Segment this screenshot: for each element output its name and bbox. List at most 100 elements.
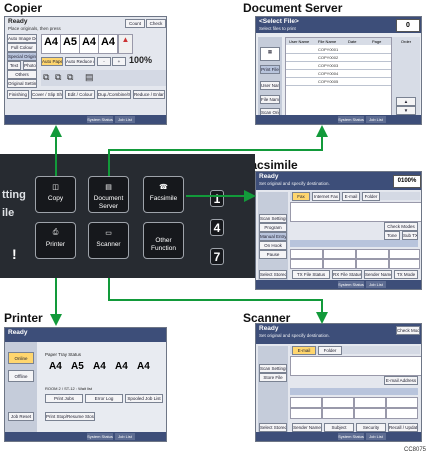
copier-check-modes-button[interactable]: Check: [146, 19, 166, 28]
numkey-1[interactable]: 1: [210, 190, 224, 207]
fax-sub-tx-button[interactable]: Sub TX Mode: [402, 231, 418, 240]
fax-tx-file-status-button[interactable]: TX File Status: [292, 270, 330, 279]
offline-button[interactable]: Offline: [8, 370, 34, 382]
fax-tab-email[interactable]: E-mail: [342, 192, 360, 201]
copier-duplex-icon[interactable]: ⧉: [43, 72, 50, 82]
copier-system-status-button[interactable]: System Status: [87, 116, 113, 123]
scanner-tab-folder[interactable]: Folder: [318, 346, 342, 355]
copier-full-colour-button[interactable]: Full Colour: [7, 43, 37, 52]
fax-tab-internet[interactable]: Internet Fax: [312, 192, 340, 201]
scanner-destination-field[interactable]: [290, 356, 421, 376]
copier-tray-1-icon[interactable]: A4: [41, 34, 61, 54]
scanner-dest-7[interactable]: [354, 408, 386, 419]
copier-original-button[interactable]: Original Settings: [7, 79, 37, 88]
thumbnail-view-button[interactable]: ▦: [260, 47, 280, 61]
copier-job-list-button[interactable]: Job List: [115, 116, 135, 123]
scanner-dest-3[interactable]: [354, 397, 386, 408]
docserver-system-status-button[interactable]: System Status: [338, 116, 364, 123]
copier-sort-icon[interactable]: ⧉: [67, 72, 74, 82]
online-button[interactable]: Online: [8, 352, 34, 364]
scanner-scan-settings-button[interactable]: Scan Settings: [259, 364, 287, 373]
scanner-check-modes-button[interactable]: Check Modes: [396, 326, 420, 335]
table-row[interactable]: COPY0004: [286, 70, 391, 78]
scanner-dest-1[interactable]: [290, 397, 322, 408]
fax-index-row[interactable]: [290, 240, 418, 247]
printer-system-status-button[interactable]: System Status: [87, 433, 113, 440]
copier-combine-icon[interactable]: ⧉: [55, 72, 62, 82]
copier-text-button[interactable]: Text: [7, 61, 21, 70]
scanner-dest-4[interactable]: [386, 397, 418, 408]
copier-percent-down-button[interactable]: -: [97, 57, 111, 66]
copier-cover-button[interactable]: Cover / Slip Sheet: [31, 90, 63, 99]
copier-auto-image-button[interactable]: Auto Image Density: [7, 34, 37, 43]
fax-dest-8[interactable]: [389, 259, 420, 269]
fax-rx-file-button[interactable]: RX File Status: [332, 270, 362, 279]
docserver-user-name-button[interactable]: User Name: [260, 81, 280, 90]
document-server-key[interactable]: ▤ Document Server: [88, 176, 129, 213]
docserver-print-file-button[interactable]: Print File: [260, 65, 280, 74]
fax-manual-entry-button[interactable]: Manual Entry: [259, 232, 287, 241]
numkey-7[interactable]: 7: [210, 248, 224, 265]
facsimile-key[interactable]: ☎ Facsimile: [143, 176, 184, 213]
fax-destination-field[interactable]: [290, 202, 421, 222]
fax-sender-button[interactable]: Sender Name: [364, 270, 392, 279]
copier-reduce-enlarge-button[interactable]: Reduce / Enlarge: [133, 90, 165, 99]
scanner-sender-button[interactable]: Sender Name: [292, 423, 322, 432]
scanner-recall-button[interactable]: Recall / Update: [388, 423, 418, 432]
scanner-key[interactable]: ▭ Scanner: [88, 222, 129, 259]
fax-check-modes-button[interactable]: Check Modes: [384, 222, 418, 231]
fax-dest-7[interactable]: [356, 259, 389, 269]
print-jobs-button[interactable]: Print Jobs: [45, 394, 83, 403]
docserver-job-list-button[interactable]: Job List: [366, 116, 386, 123]
table-row[interactable]: COPY0003: [286, 62, 391, 70]
copier-finishing-button[interactable]: Finishing: [7, 90, 29, 99]
copier-count-button[interactable]: Count: [125, 19, 145, 28]
spooled-job-button[interactable]: Spooled Job List: [125, 394, 163, 403]
copier-dup-button[interactable]: Dup./Combine/Series: [97, 90, 131, 99]
scanner-tab-email[interactable]: E-mail: [292, 346, 316, 355]
numkey-4[interactable]: 4: [210, 219, 224, 236]
scanner-dest-5[interactable]: [290, 408, 322, 419]
scanner-index-row[interactable]: [290, 388, 418, 395]
scanner-system-status-button[interactable]: System Status: [338, 433, 364, 440]
print-stop-button[interactable]: Print Stop/Resume Storage Select: [45, 412, 95, 421]
fax-tab-folder[interactable]: Folder: [362, 192, 380, 201]
printer-key[interactable]: ⎙ Printer: [35, 222, 76, 259]
scanner-subject-button[interactable]: Subject: [324, 423, 354, 432]
docserver-file-name-button[interactable]: File Name: [260, 95, 280, 104]
bypass-tray-icon[interactable]: ▲: [118, 34, 133, 54]
fax-dest-2[interactable]: [323, 249, 356, 259]
fax-dest-4[interactable]: [389, 249, 420, 259]
fax-dest-3[interactable]: [356, 249, 389, 259]
copier-tray-4-icon[interactable]: A4: [98, 34, 118, 54]
scanner-select-stored-button[interactable]: Select Stored File: [259, 423, 287, 432]
scanner-job-list-button[interactable]: Job List: [366, 433, 386, 440]
error-log-button[interactable]: Error Log: [85, 394, 123, 403]
scanner-email-address-button[interactable]: E-mail Address: [384, 376, 418, 385]
copier-percent-up-button[interactable]: +: [112, 57, 126, 66]
copier-reduce-button[interactable]: Auto Reduce / Enlarge: [65, 57, 95, 66]
copier-photo-button[interactable]: Photo: [23, 61, 37, 70]
fax-on-hook-button[interactable]: On Hook: [259, 241, 287, 250]
fax-tone-button[interactable]: Tone: [384, 231, 400, 240]
scanner-dest-8[interactable]: [386, 408, 418, 419]
copier-edit-button[interactable]: Edit / Colour: [65, 90, 95, 99]
fax-system-status-button[interactable]: System Status: [338, 281, 364, 288]
fax-dest-5[interactable]: [290, 259, 323, 269]
copy-key[interactable]: ◫ Copy: [35, 176, 76, 213]
table-row[interactable]: COPY0001: [286, 46, 391, 54]
fax-dest-1[interactable]: [290, 249, 323, 259]
fax-tx-mode-button[interactable]: TX Mode: [394, 270, 418, 279]
copier-others-button[interactable]: Others: [7, 70, 37, 79]
printer-job-list-button[interactable]: Job List: [115, 433, 135, 440]
copier-staple-icon[interactable]: ▤: [85, 72, 94, 82]
fax-select-stored-button[interactable]: Select Stored File: [259, 270, 287, 279]
docserver-scroll-down-button[interactable]: ▼: [396, 106, 416, 115]
copier-auto-paper-button[interactable]: Auto Paper Select: [41, 57, 63, 66]
docserver-scroll-up-button[interactable]: ▲: [396, 97, 416, 106]
scanner-store-file-button[interactable]: Store File: [259, 373, 287, 382]
fax-dest-6[interactable]: [323, 259, 356, 269]
other-function-key[interactable]: Other Function: [143, 222, 184, 259]
fax-pause-button[interactable]: Pause: [259, 250, 287, 259]
job-reset-button[interactable]: Job Reset: [8, 412, 34, 421]
